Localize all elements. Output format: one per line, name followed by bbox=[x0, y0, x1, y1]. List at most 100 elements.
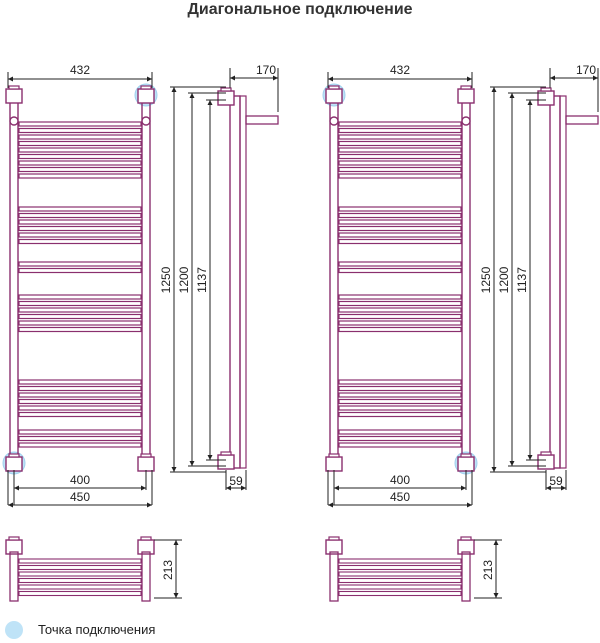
rung bbox=[18, 385, 142, 392]
rung bbox=[18, 326, 142, 333]
dim-432-line-arrow-start bbox=[8, 76, 13, 82]
top-view-fitting-right-nut bbox=[460, 536, 472, 541]
rung bbox=[338, 134, 462, 140]
rung bbox=[338, 307, 462, 313]
rung bbox=[18, 405, 142, 411]
rung bbox=[18, 261, 142, 267]
dim-213-line-arrow-start bbox=[173, 540, 179, 545]
rung bbox=[338, 267, 462, 274]
dim-1137-line-arrow-end bbox=[207, 455, 213, 460]
fitting-bottom-right bbox=[457, 456, 475, 472]
top-view-rung bbox=[18, 564, 142, 571]
dim-1200-line-arrow-start bbox=[189, 93, 195, 98]
fitting-top-left bbox=[325, 88, 343, 104]
dim-170-line-arrow-start bbox=[230, 75, 235, 81]
top-view-rung bbox=[338, 590, 462, 597]
dim-213-label: 213 bbox=[481, 560, 495, 580]
rung bbox=[338, 313, 462, 320]
dim-432-line-arrow-end bbox=[467, 76, 472, 82]
top-view-rail-right bbox=[461, 551, 471, 602]
rung bbox=[18, 398, 142, 405]
rung bbox=[18, 238, 142, 245]
dim-1200-line-arrow-start bbox=[509, 93, 515, 98]
rung bbox=[18, 153, 142, 160]
rung bbox=[18, 225, 142, 232]
rung bbox=[338, 232, 462, 238]
rung bbox=[18, 379, 142, 385]
rung bbox=[18, 219, 142, 225]
dim-400-line-arrow-end bbox=[461, 485, 466, 491]
page-title: Диагональное подключение bbox=[187, 1, 413, 18]
rung bbox=[18, 320, 142, 326]
rung bbox=[18, 166, 142, 173]
rung bbox=[338, 320, 462, 326]
rung bbox=[338, 429, 462, 435]
fitting-top-left-nut bbox=[328, 85, 340, 90]
side-fitting-bottom-nut bbox=[220, 451, 232, 456]
fitting-bottom-left-nut bbox=[328, 453, 340, 458]
rung bbox=[18, 121, 142, 127]
dim-1250-label: 1250 bbox=[159, 266, 173, 293]
side-fitting-top-nut bbox=[220, 87, 232, 92]
rung bbox=[338, 379, 462, 385]
dim-450-label: 450 bbox=[390, 490, 410, 504]
dim-170-line-arrow-start bbox=[550, 75, 555, 81]
dim-400-line-arrow-start bbox=[334, 485, 339, 491]
rung bbox=[18, 411, 142, 418]
dim-1200-label: 1200 bbox=[177, 266, 191, 293]
rung bbox=[18, 442, 142, 448]
dim-400-line-arrow-end bbox=[141, 485, 146, 491]
side-fitting-bottom bbox=[537, 454, 555, 470]
legend-connection-point-icon bbox=[5, 621, 23, 639]
rung bbox=[18, 127, 142, 134]
dim-1200-label: 1200 bbox=[497, 266, 511, 293]
side-rail-back bbox=[239, 95, 247, 469]
rung bbox=[338, 212, 462, 219]
rail-cap-right bbox=[461, 116, 471, 126]
rung bbox=[338, 435, 462, 442]
dim-1200-line-arrow-end bbox=[509, 461, 515, 466]
rung bbox=[338, 398, 462, 405]
dim-1250-label: 1250 bbox=[479, 266, 493, 293]
dim-450-label: 450 bbox=[70, 490, 90, 504]
dim-1250-line-arrow-start bbox=[171, 87, 177, 92]
dim-59-line-arrow-start bbox=[546, 485, 551, 491]
top-view-rail-left bbox=[329, 551, 339, 602]
side-fitting-bottom bbox=[217, 454, 235, 470]
rung bbox=[18, 232, 142, 238]
dim-59-line-arrow-start bbox=[226, 485, 231, 491]
fitting-top-right-nut bbox=[460, 85, 472, 90]
dim-170-line-arrow-end bbox=[593, 75, 598, 81]
dim-450-line-arrow-start bbox=[328, 502, 333, 508]
dim-213-line-arrow-end bbox=[493, 593, 499, 598]
fitting-top-right-nut bbox=[140, 85, 152, 90]
top-view-rung bbox=[18, 571, 142, 577]
dim-1250-line-arrow-start bbox=[491, 87, 497, 92]
left-rail bbox=[329, 94, 339, 468]
rail-cap-right bbox=[141, 116, 151, 126]
dim-59-line-arrow-end bbox=[241, 485, 246, 491]
rung bbox=[338, 206, 462, 212]
dim-59-line-arrow-end bbox=[561, 485, 566, 491]
top-view-fitting-left-nut bbox=[8, 536, 20, 541]
dim-1250-line-arrow-end bbox=[491, 467, 497, 472]
dim-1137-label: 1137 bbox=[195, 267, 209, 293]
dim-1137-line-arrow-end bbox=[527, 455, 533, 460]
dim-400-label: 400 bbox=[70, 473, 90, 487]
fitting-bottom-left bbox=[325, 456, 343, 472]
rung bbox=[18, 429, 142, 435]
rung bbox=[338, 300, 462, 307]
rung bbox=[18, 267, 142, 274]
dim-400-line-arrow-start bbox=[14, 485, 19, 491]
rung bbox=[338, 173, 462, 179]
rung bbox=[338, 153, 462, 160]
top-view-rung bbox=[338, 558, 462, 564]
side-rail bbox=[229, 95, 241, 469]
rung bbox=[18, 300, 142, 307]
rung bbox=[18, 435, 142, 442]
fitting-top-right bbox=[137, 88, 155, 104]
top-view-rail-left bbox=[9, 551, 19, 602]
rung bbox=[18, 392, 142, 398]
